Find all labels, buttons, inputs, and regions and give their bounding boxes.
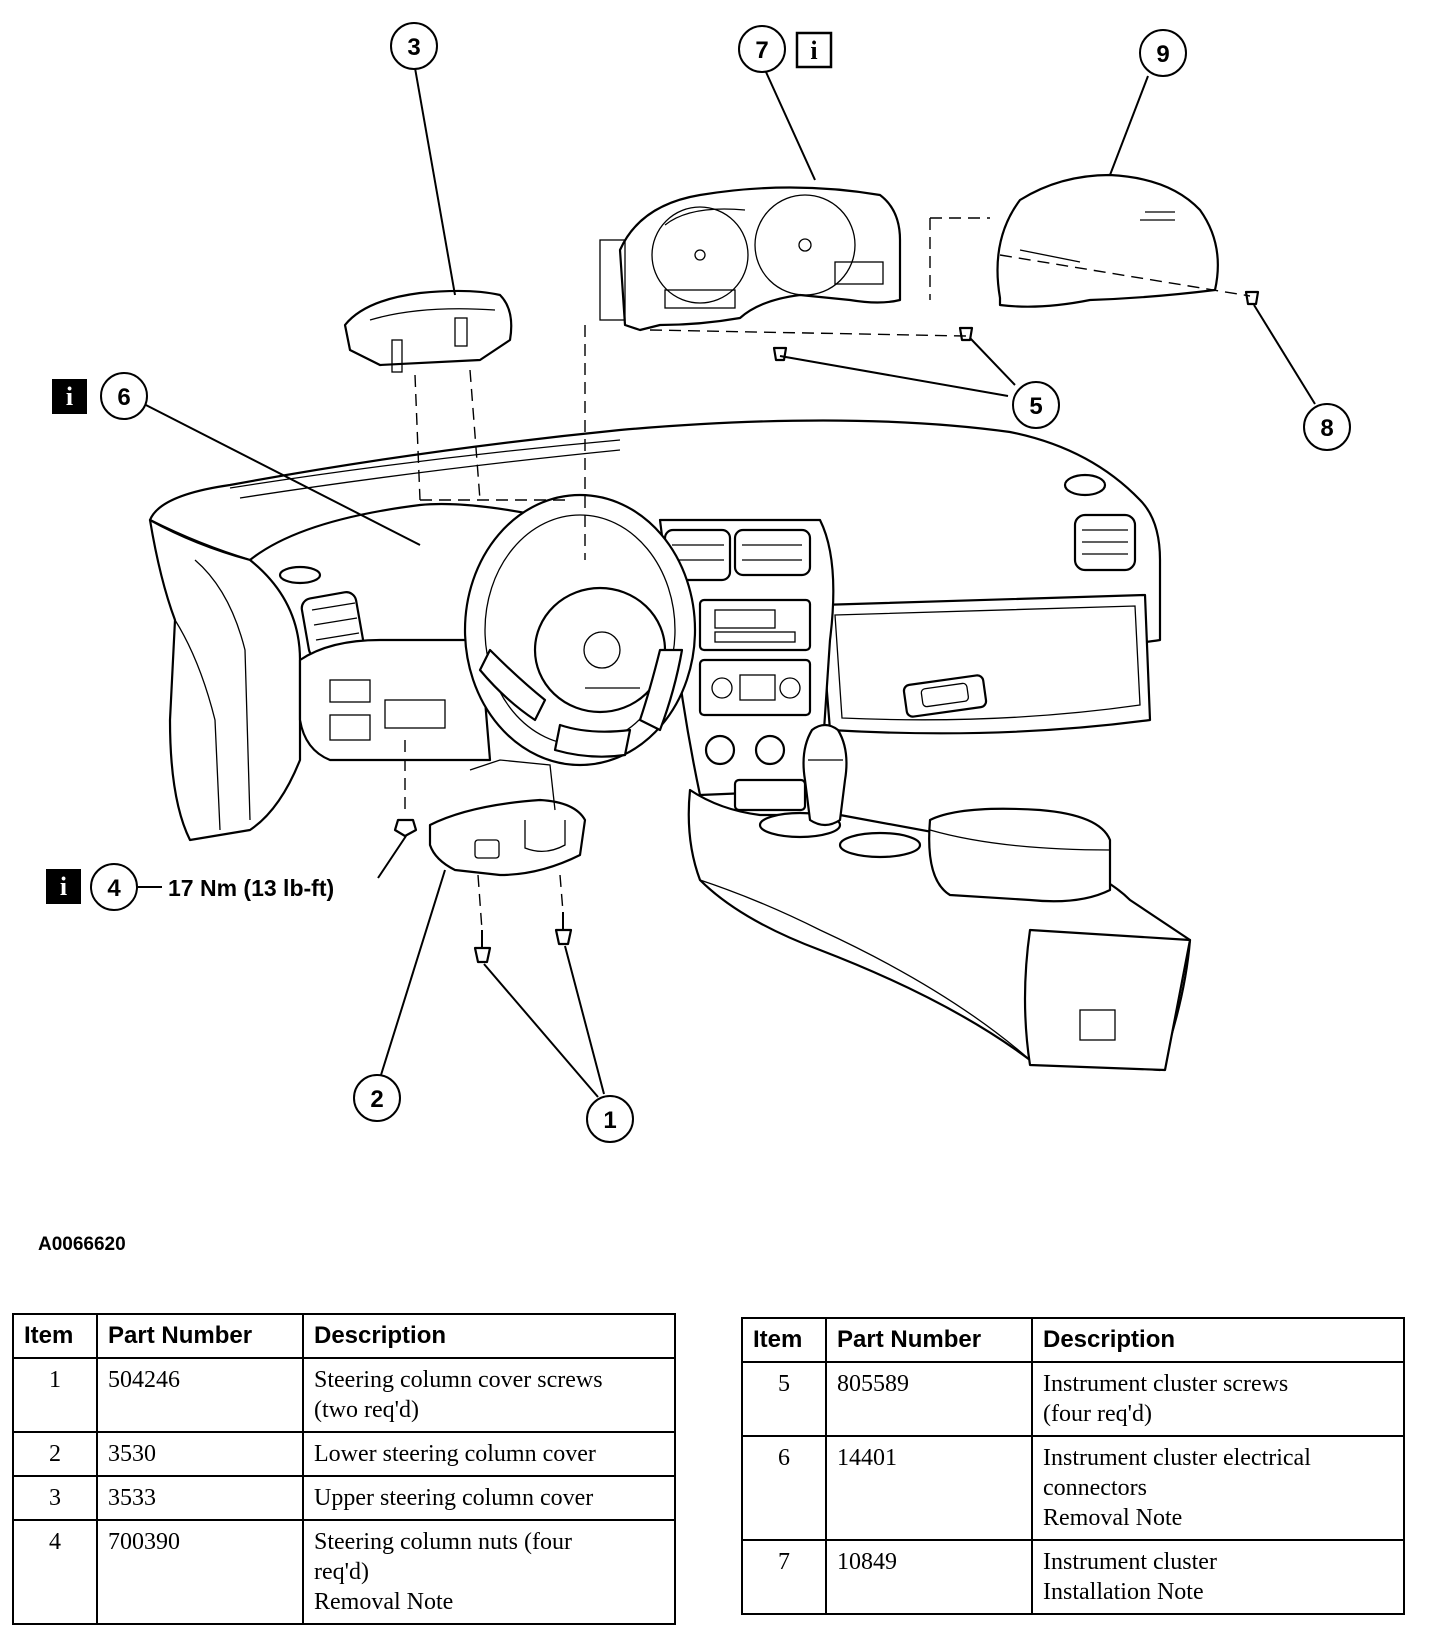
header-item: Item: [741, 1317, 827, 1363]
part-number-cell: 805589: [825, 1361, 1033, 1437]
callout-1-label: 1: [603, 1107, 616, 1134]
description-line: Steering column nuts (four: [314, 1529, 572, 1555]
figure-id: A0066620: [38, 1234, 126, 1255]
assembly-guide-lines: [404, 217, 1251, 931]
description-cell: Instrument cluster screws (four req'd): [1031, 1361, 1405, 1437]
callout-7-label: 7: [755, 37, 768, 64]
callout-4-label: 4: [107, 875, 121, 902]
leader-lines: [138, 67, 1316, 1098]
callout-4: i 4 17 Nm (13 lb-ft): [46, 863, 334, 911]
description-line: Installation Note: [1043, 1579, 1204, 1605]
part-number-cell: 14401: [825, 1435, 1033, 1541]
description-cell: Steering column nuts (four req'd) Removal …: [302, 1519, 676, 1625]
callout-5: 5: [1012, 381, 1060, 429]
exploded-view-diagram: 3 7 i 9 i 6 5 8 i 4 17 Nm (13 lb-ft) 2 1: [46, 22, 1351, 1143]
description-line: Upper steering column cover: [314, 1485, 594, 1511]
part-number-cell: 3530: [96, 1431, 304, 1477]
header-description: Description: [1031, 1317, 1405, 1363]
callout-9-label: 9: [1156, 41, 1169, 68]
item-cell: 6: [741, 1435, 827, 1541]
item-cell: 4: [12, 1519, 98, 1625]
callout-7: 7 i: [738, 25, 833, 73]
description-line: Instrument cluster electrical: [1043, 1445, 1311, 1471]
fasteners-illustration: [393, 290, 1260, 964]
upper-column-cover-illustration: [343, 289, 513, 373]
description-line: Lower steering column cover: [314, 1441, 596, 1467]
part-number-cell: 3533: [96, 1475, 304, 1521]
header-part-number: Part Number: [825, 1317, 1033, 1363]
info-icon-6-glyph: i: [66, 382, 73, 411]
description-line: Instrument cluster: [1043, 1549, 1217, 1575]
callout-8: 8: [1303, 403, 1351, 451]
callout-2-label: 2: [370, 1086, 383, 1113]
callout-1: 1: [586, 1095, 634, 1143]
description-cell: Upper steering column cover: [302, 1475, 676, 1521]
description-line: Steering column cover screws: [314, 1367, 603, 1393]
info-icon-6: [52, 379, 87, 414]
info-icon-4-glyph: i: [60, 872, 67, 901]
description-line: Instrument cluster screws: [1043, 1371, 1289, 1397]
part-number-cell: 10849: [825, 1539, 1033, 1615]
description-cell: Lower steering column cover: [302, 1431, 676, 1477]
header-part-number: Part Number: [96, 1313, 304, 1359]
header-item: Item: [12, 1313, 98, 1359]
table-header-row: Item Part Number Description: [741, 1317, 1405, 1363]
description-line: req'd): [314, 1559, 369, 1585]
item-cell: 7: [741, 1539, 827, 1615]
callout-6-label: 6: [117, 384, 130, 411]
instrument-cluster-illustration: [599, 186, 902, 332]
description-line: (two req'd): [314, 1397, 419, 1423]
item-cell: 5: [741, 1361, 827, 1437]
description-cell: Steering column cover screws (two req'd): [302, 1357, 676, 1433]
lower-column-cover-illustration: [428, 759, 587, 877]
callout-2: 2: [353, 1074, 401, 1122]
info-icon-4: [46, 869, 81, 904]
description-line: Removal Note: [1043, 1505, 1183, 1531]
cluster-lens-illustration: [996, 173, 1219, 308]
callout-6: i 6: [52, 372, 148, 420]
callout-8-label: 8: [1320, 415, 1333, 442]
callout-5-label: 5: [1029, 393, 1042, 420]
steering-wheel-illustration: [463, 493, 697, 767]
description-line: (four req'd): [1043, 1401, 1152, 1427]
description-line: connectors: [1043, 1475, 1147, 1501]
part-number-cell: 504246: [96, 1357, 304, 1433]
item-cell: 1: [12, 1357, 98, 1433]
part-number-cell: 700390: [96, 1519, 304, 1625]
center-console-illustration: [687, 723, 1192, 1072]
callout-9: 9: [1139, 29, 1187, 77]
description-line: Removal Note: [314, 1589, 454, 1615]
item-cell: 3: [12, 1475, 98, 1521]
callout-3-label: 3: [407, 34, 420, 61]
item-cell: 2: [12, 1431, 98, 1477]
info-icon-7-glyph: i: [810, 36, 817, 65]
info-icon-7: [795, 31, 833, 69]
header-description: Description: [302, 1313, 676, 1359]
table-header-row: Item Part Number Description: [12, 1313, 676, 1359]
instrument-panel-illustration: [148, 419, 1162, 842]
torque-spec: 17 Nm (13 lb-ft): [168, 875, 334, 901]
callout-3: 3: [390, 22, 438, 70]
